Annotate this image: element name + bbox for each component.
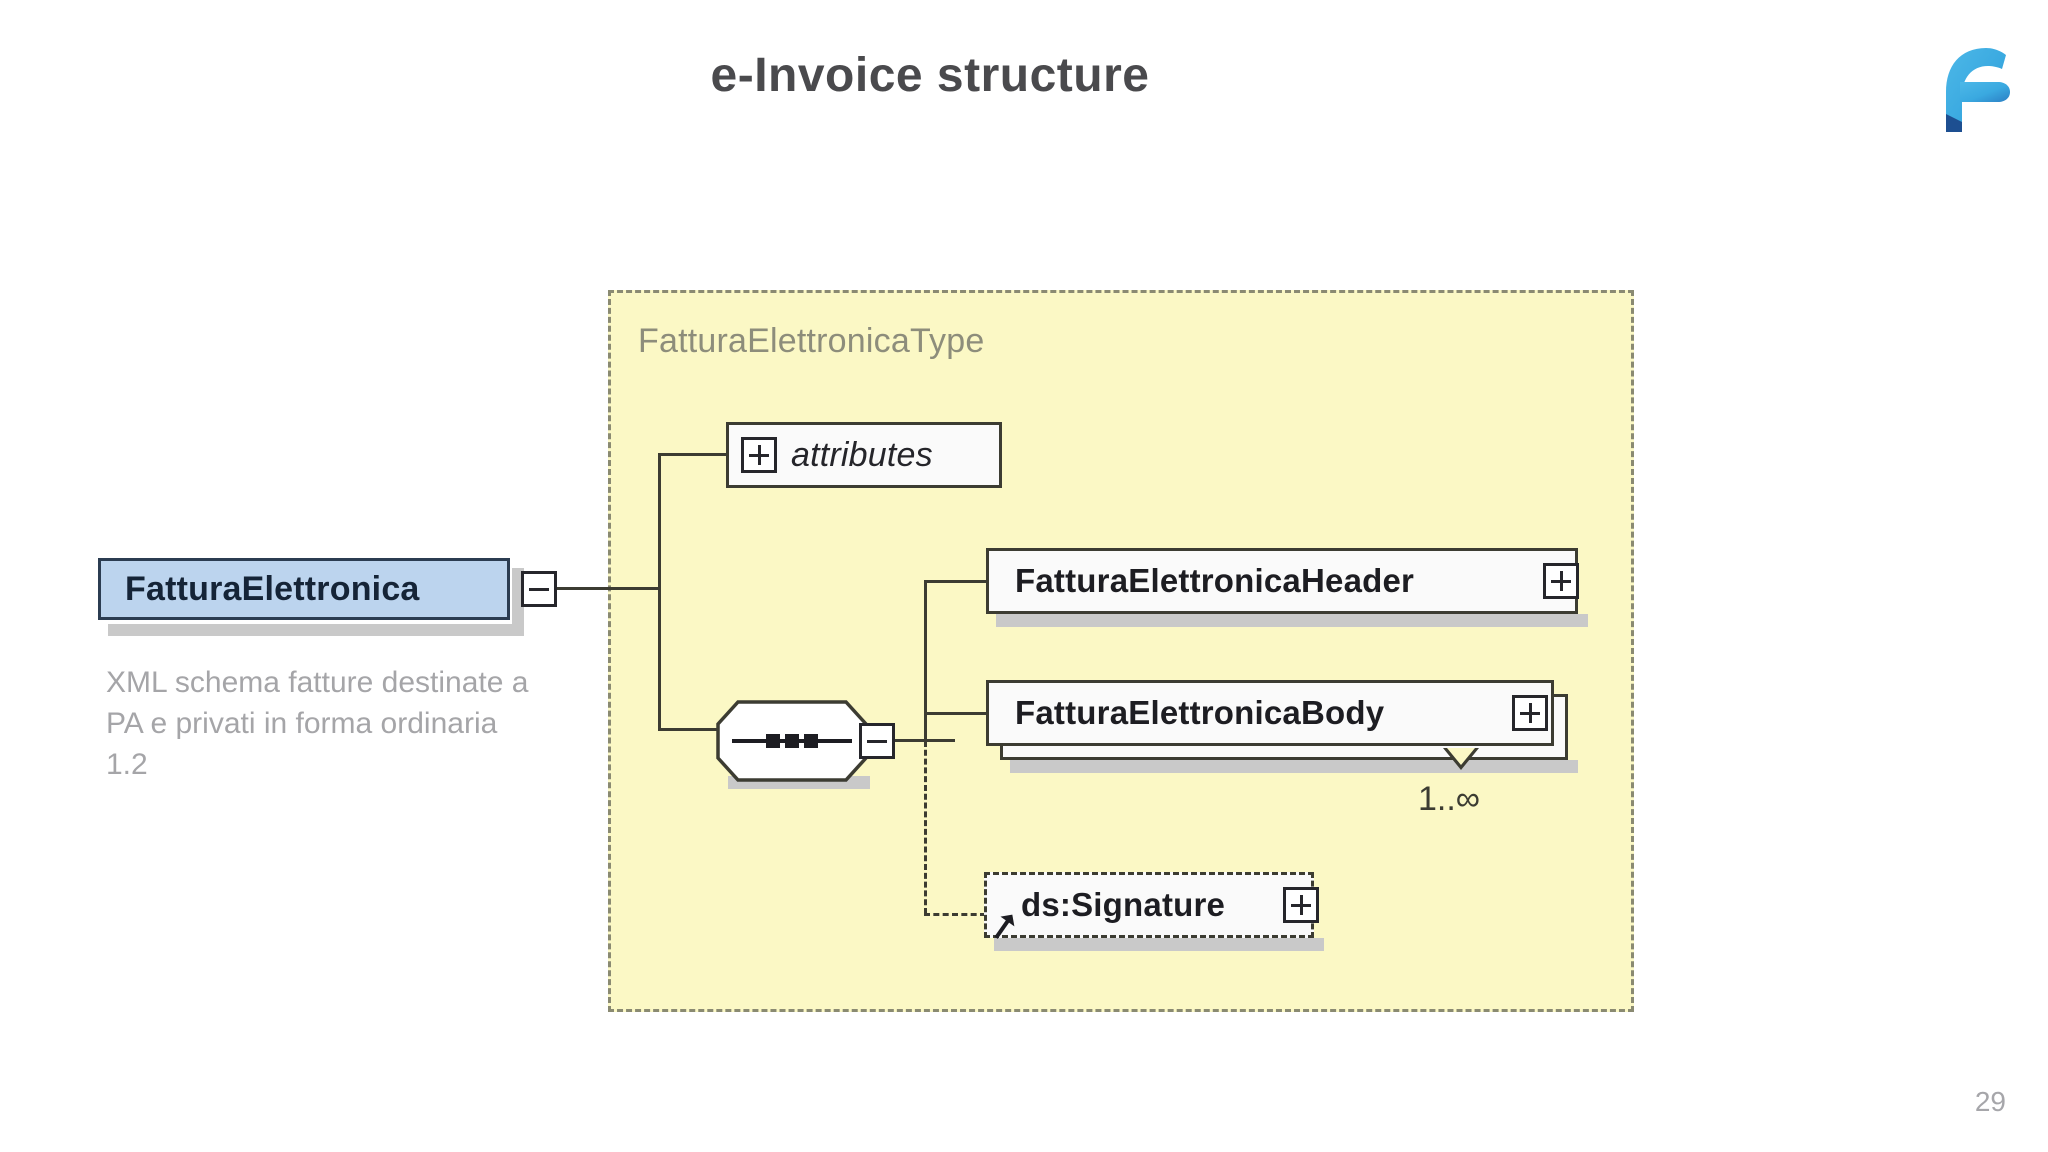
expand-plus-icon-attributes[interactable] [741,437,777,473]
page-number: 29 [1974,1086,2006,1117]
node-shadow [1010,760,1578,773]
reference-arrow-icon [994,914,1015,939]
multiplicity-label: 1..∞ [1418,780,1481,818]
expand-plus-icon-signature[interactable] [1283,887,1319,923]
expand-plus-icon-header[interactable] [1543,563,1579,599]
element-label: FatturaElettronicaHeader [1015,562,1415,599]
element-fattura-elettronica[interactable]: FatturaElettronica [98,558,510,620]
multiplicity-arrow-inner [1447,748,1475,765]
collapse-minus-icon-fattura-elettronica[interactable] [521,571,557,607]
complex-type-label: FatturaElettronicaType [638,322,985,360]
connector-trunk-to-sequence [658,728,718,731]
element-fattura-elettronica-body[interactable]: FatturaElettronicaBody [986,680,1554,746]
connector-branch-to-body [924,712,988,715]
page-title: e-Invoice structure [710,49,1150,102]
element-fattura-elettronica-header[interactable]: FatturaElettronicaHeader [986,548,1578,614]
attributes-label: attributes [791,435,933,474]
sequence-compositor-icon[interactable] [716,700,868,782]
element-label: ds:Signature [1021,886,1226,923]
node-shadow [996,614,1588,627]
connector-branch-to-header [924,580,988,583]
attributes-node[interactable]: attributes [726,422,1002,488]
element-label: FatturaElettronicaBody [1015,694,1385,731]
node-shadow [108,624,520,636]
connector-trunk-to-attributes [658,453,728,456]
node-shadow [994,938,1324,951]
element-annotation: XML schema fatture destinate a PA e priv… [106,666,529,781]
connector-root-to-trunk [557,587,661,590]
connector-trunk-vertical [658,455,661,730]
element-ds-signature[interactable]: ds:Signature [984,872,1314,938]
expand-plus-icon-body[interactable] [1512,695,1548,731]
connector-branch-to-signature-vertical [924,741,927,914]
element-label: FatturaElettronica [125,569,420,608]
brand-f-logo [1946,48,2010,132]
connector-branch-vertical [924,580,927,741]
connector-branch-to-signature-horizontal [924,913,986,916]
collapse-minus-icon-sequence[interactable] [859,723,895,759]
